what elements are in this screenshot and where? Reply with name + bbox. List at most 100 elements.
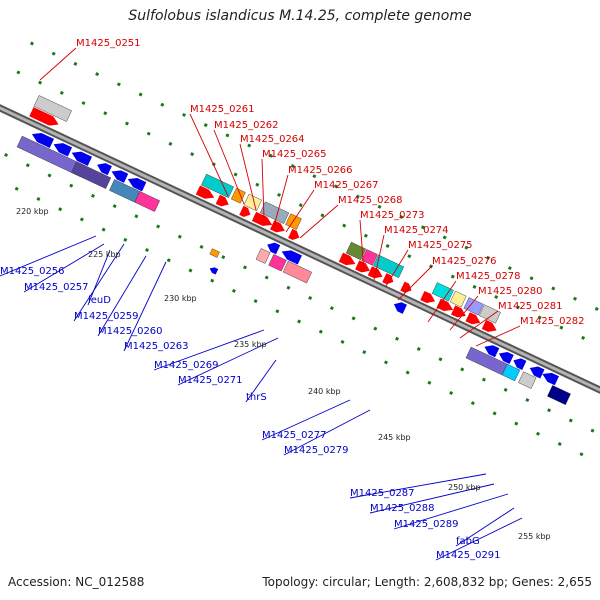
forward-arrow: [355, 260, 370, 273]
gene-label: M1425_0260: [98, 326, 163, 337]
gene-box: [478, 304, 501, 324]
tick-mark: [95, 72, 100, 77]
reverse-arrow: [111, 170, 129, 183]
gene-label: M1425_0267: [314, 180, 379, 191]
forward-arrow: [367, 266, 383, 279]
tick-mark: [112, 204, 117, 209]
scale-label: 250 kbp: [448, 483, 481, 492]
gene-box: [285, 213, 302, 230]
leader-line: [393, 493, 509, 530]
forward-arrow: [420, 290, 436, 303]
tick-mark: [297, 319, 302, 324]
tick-mark: [537, 315, 542, 320]
reverse-arrow: [31, 132, 54, 148]
gene-label: leuD: [88, 295, 111, 306]
gene-label: M1425_0291: [436, 550, 501, 561]
gene-box-shape: [450, 290, 467, 308]
leader-line: [455, 507, 515, 547]
tick-mark: [29, 41, 34, 46]
forward-arrow: [288, 228, 300, 241]
tick-mark: [472, 284, 477, 289]
scale-label: 245 kbp: [378, 433, 411, 442]
tick-mark: [134, 214, 139, 219]
reverse-arrow: [542, 372, 559, 386]
gene-box: [345, 241, 367, 261]
gene-box: [268, 254, 287, 272]
forward-arrow-shape: [382, 273, 394, 285]
gene-label: M1425_0263: [124, 341, 189, 352]
gene-label: M1425_0265: [262, 149, 327, 160]
reverse-arrow: [209, 267, 219, 275]
tick-mark: [363, 233, 368, 238]
gene-box: [33, 95, 72, 122]
tick-mark: [503, 387, 508, 392]
tick-mark: [210, 278, 215, 283]
gene-box-shape: [259, 201, 290, 224]
reverse-arrow-shape: [393, 302, 407, 314]
forward-arrow-shape: [355, 260, 370, 273]
gene-label: M1425_0262: [214, 120, 279, 131]
reverse-arrow-shape: [498, 352, 514, 365]
gene-label: M1425_0264: [240, 134, 305, 145]
tick-mark: [146, 131, 151, 136]
gene-box: [518, 371, 537, 389]
forward-arrow-shape: [451, 305, 466, 318]
tick-mark: [182, 112, 187, 117]
gene-label: M1425_0269: [154, 360, 219, 371]
forward-arrow-shape: [338, 252, 356, 266]
forward-arrow: [270, 220, 285, 233]
leader-line: [475, 325, 521, 347]
leader-line: [397, 265, 433, 301]
leader-line: [427, 280, 457, 323]
tick-mark: [494, 295, 499, 300]
tick-mark: [14, 186, 19, 191]
scale-label: 225 kbp: [88, 250, 121, 259]
tick-mark: [124, 121, 129, 126]
gene-labels: M1425_0251M1425_0261M1425_0262M1425_0264…: [0, 38, 585, 561]
tick-mark: [464, 245, 469, 250]
gene-box-shape: [33, 95, 72, 122]
tick-mark: [529, 276, 534, 281]
reverse-arrow-shape: [31, 132, 54, 148]
gene-box: [243, 193, 262, 212]
reverse-arrow-shape: [71, 151, 92, 166]
tick-mark: [160, 102, 165, 107]
forward-arrow-shape: [288, 228, 300, 241]
forward-arrow-shape: [29, 107, 59, 126]
gene-label: M1425_0275: [408, 240, 473, 251]
tick-mark: [25, 163, 30, 168]
tick-mark: [438, 357, 443, 362]
tick-mark: [298, 203, 303, 208]
tick-mark: [199, 244, 204, 249]
forward-arrow: [239, 205, 251, 218]
tick-mark: [58, 207, 63, 212]
gene-label: M1425_0268: [338, 195, 403, 206]
tick-mark: [590, 428, 595, 433]
leader-line: [97, 255, 147, 337]
tick-mark: [188, 268, 193, 273]
tick-mark: [168, 141, 173, 146]
tick-mark: [138, 92, 143, 97]
accession-text: Accession: NC_012588: [8, 575, 145, 589]
gene-label: M1425_0279: [284, 445, 349, 456]
gene-box: [255, 248, 271, 264]
scale-label: 220 kbp: [16, 207, 49, 216]
leader-line: [153, 329, 265, 371]
tick-mark: [342, 223, 347, 228]
tick-mark: [568, 418, 573, 423]
leader-line: [87, 249, 111, 306]
gene-box-shape: [71, 161, 112, 189]
gene-box-shape: [547, 385, 571, 405]
forward-arrow: [481, 319, 497, 332]
tick-mark: [551, 286, 556, 291]
reverse-arrow-shape: [529, 366, 545, 379]
forward-arrow-shape: [481, 319, 497, 332]
forward-arrow: [465, 312, 481, 325]
tick-mark: [308, 295, 313, 300]
reverse-arrow: [127, 178, 147, 192]
leader-line: [189, 113, 229, 197]
tick-mark: [557, 442, 562, 446]
forward-arrow: [338, 252, 356, 266]
gene-box: [373, 254, 405, 278]
